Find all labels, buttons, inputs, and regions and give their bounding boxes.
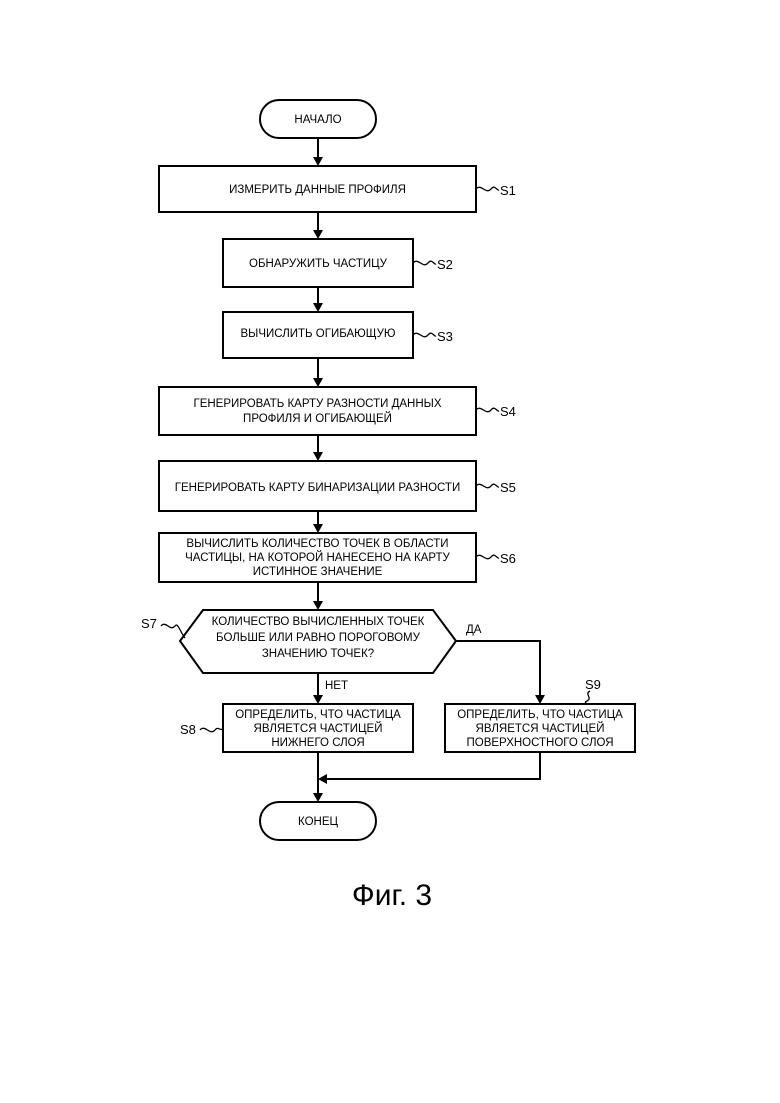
step-label-s5: S5 bbox=[500, 480, 516, 495]
branch-label-yes: ДА bbox=[466, 624, 482, 636]
arrowhead-s2 bbox=[313, 230, 323, 239]
s4-text-line-2: ПРОФИЛЯ И ОГИБАЮЩЕЙ bbox=[243, 412, 392, 425]
end-text: КОНЕЦ bbox=[298, 816, 338, 828]
arrowhead-merge bbox=[318, 774, 327, 784]
arrowhead-s8 bbox=[313, 695, 323, 704]
leader-s9 bbox=[585, 691, 590, 704]
step-label-s9: S9 bbox=[585, 677, 601, 692]
s2-text-line-1: ОБНАРУЖИТЬ ЧАСТИЦУ bbox=[249, 258, 388, 270]
branch-label-no: НЕТ bbox=[325, 680, 348, 692]
leader-s5 bbox=[476, 484, 499, 488]
arrowhead-s3 bbox=[313, 303, 323, 312]
process-s5: ГЕНЕРИРОВАТЬ КАРТУ БИНАРИЗАЦИИ РАЗНОСТИ bbox=[159, 461, 476, 511]
arrowhead-s9 bbox=[535, 695, 545, 704]
leader-s2 bbox=[413, 261, 436, 265]
arrowhead-s6 bbox=[313, 524, 323, 533]
leader-s7 bbox=[161, 624, 185, 638]
leader-s6 bbox=[476, 555, 499, 559]
s7-text-line-3: ЗНАЧЕНИЮ ТОЧЕК? bbox=[262, 648, 374, 660]
step-label-s4: S4 bbox=[500, 404, 516, 419]
s8-text-line-3: НИЖНЕГО СЛОЯ bbox=[271, 737, 364, 749]
terminal-end: КОНЕЦ bbox=[260, 802, 376, 840]
step-label-s8: S8 bbox=[180, 722, 196, 737]
process-s8: ОПРЕДЕЛИТЬ, ЧТО ЧАСТИЦА ЯВЛЯЕТСЯ ЧАСТИЦЕ… bbox=[223, 704, 413, 752]
s7-text-line-2: БОЛЬШЕ ИЛИ РАВНО ПОРОГОВОМУ bbox=[216, 632, 421, 644]
s8-text-line-2: ЯВЛЯЕТСЯ ЧАСТИЦЕЙ bbox=[254, 722, 383, 735]
s9-text-line-1: ОПРЕДЕЛИТЬ, ЧТО ЧАСТИЦА bbox=[457, 709, 623, 721]
s4-text-line-1: ГЕНЕРИРОВАТЬ КАРТУ РАЗНОСТИ ДАННЫХ bbox=[193, 398, 441, 410]
process-s1: ИЗМЕРИТЬ ДАННЫЕ ПРОФИЛЯ bbox=[159, 166, 476, 212]
process-s6: ВЫЧИСЛИТЬ КОЛИЧЕСТВО ТОЧЕК В ОБЛАСТИ ЧАС… bbox=[159, 533, 476, 582]
s6-text-line-1: ВЫЧИСЛИТЬ КОЛИЧЕСТВО ТОЧЕК В ОБЛАСТИ bbox=[186, 538, 448, 550]
connector-s7-s9 bbox=[456, 641, 540, 698]
start-text: НАЧАЛО bbox=[294, 114, 341, 126]
s6-text-line-3: ИСТИННОЕ ЗНАЧЕНИЕ bbox=[253, 566, 383, 578]
process-s2: ОБНАРУЖИТЬ ЧАСТИЦУ bbox=[223, 239, 413, 287]
process-s3: ВЫЧИСЛИТЬ ОГИБАЮЩУЮ bbox=[223, 312, 413, 358]
arrowhead-s7 bbox=[313, 601, 323, 610]
s9-text-line-2: ЯВЛЯЕТСЯ ЧАСТИЦЕЙ bbox=[476, 722, 605, 735]
terminal-start: НАЧАЛО bbox=[260, 100, 376, 138]
s3-text-line-1: ВЫЧИСЛИТЬ ОГИБАЮЩУЮ bbox=[240, 328, 395, 340]
s9-text-line-3: ПОВЕРХНОСТНОГО СЛОЯ bbox=[466, 737, 613, 749]
leader-s1 bbox=[476, 187, 499, 191]
s7-text-line-1: КОЛИЧЕСТВО ВЫЧИСЛЕННЫХ ТОЧЕК bbox=[212, 616, 425, 628]
leader-s3 bbox=[413, 333, 436, 337]
step-label-s3: S3 bbox=[437, 329, 453, 344]
leader-s8 bbox=[200, 728, 223, 731]
connector-s9-merge bbox=[326, 752, 540, 779]
step-label-s2: S2 bbox=[437, 257, 453, 272]
step-label-s6: S6 bbox=[500, 551, 516, 566]
s6-text-line-2: ЧАСТИЦЫ, НА КОТОРОЙ НАНЕСЕНО НА КАРТУ bbox=[185, 551, 450, 564]
process-s9: ОПРЕДЕЛИТЬ, ЧТО ЧАСТИЦА ЯВЛЯЕТСЯ ЧАСТИЦЕ… bbox=[445, 704, 635, 752]
figure-caption: Фиг. 3 bbox=[352, 879, 432, 912]
arrowhead-s1 bbox=[313, 157, 323, 166]
leader-s4 bbox=[476, 408, 499, 412]
arrowhead-s5 bbox=[313, 452, 323, 461]
s8-text-line-1: ОПРЕДЕЛИТЬ, ЧТО ЧАСТИЦА bbox=[235, 709, 401, 721]
s1-text-line-1: ИЗМЕРИТЬ ДАННЫЕ ПРОФИЛЯ bbox=[229, 184, 406, 196]
arrowhead-end bbox=[313, 793, 323, 802]
step-label-s7: S7 bbox=[141, 616, 157, 631]
arrowhead-s4 bbox=[313, 378, 323, 387]
step-label-s1: S1 bbox=[500, 183, 516, 198]
s5-text-line-1: ГЕНЕРИРОВАТЬ КАРТУ БИНАРИЗАЦИИ РАЗНОСТИ bbox=[175, 482, 460, 494]
decision-s7: КОЛИЧЕСТВО ВЫЧИСЛЕННЫХ ТОЧЕК БОЛЬШЕ ИЛИ … bbox=[180, 610, 456, 673]
process-s4: ГЕНЕРИРОВАТЬ КАРТУ РАЗНОСТИ ДАННЫХ ПРОФИ… bbox=[159, 387, 476, 435]
